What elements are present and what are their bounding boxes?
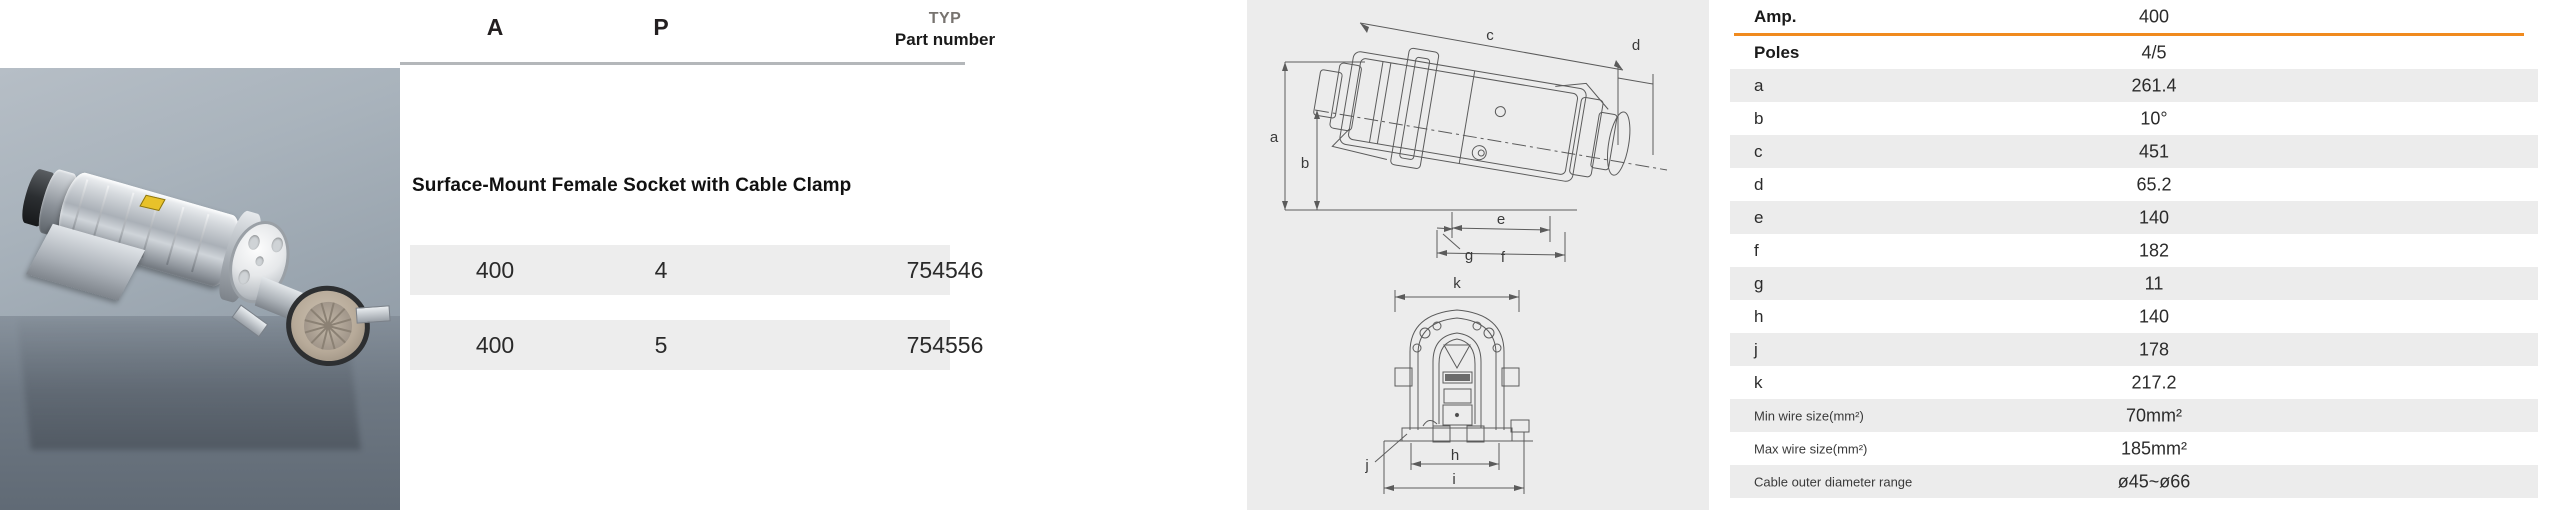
cell-part-number: 754556 [906, 332, 984, 358]
dim-label-i: i [1452, 471, 1455, 488]
row-label: j [1754, 339, 1758, 359]
column-header-part-number: Part number [894, 30, 996, 49]
cell-amps: 400 [475, 332, 515, 358]
row-value: 217.2 [2131, 372, 2177, 392]
row-value: 140 [2138, 306, 2170, 326]
part-table-header: A P TYP Part number [400, 6, 1220, 62]
dim-label-h: h [1451, 447, 1459, 464]
table-row-min-wire-size[interactable]: Min wire size(mm²) 70mm² [1730, 399, 2538, 432]
dim-label-f: f [1501, 249, 1506, 266]
row-value: 400 [2138, 6, 2170, 26]
table-row[interactable]: 400 4 754546 [410, 245, 983, 295]
row-value: 65.2 [2136, 174, 2172, 194]
table-row-h[interactable]: h 140 [1730, 300, 2538, 333]
row-label: a [1754, 75, 1764, 95]
header-divider [400, 62, 965, 65]
dim-label-d: d [1632, 37, 1640, 54]
dim-label-g: g [1465, 247, 1473, 264]
row-label: Cable outer diameter range [1754, 474, 1913, 489]
table-row-a[interactable]: a 261.4 [1730, 69, 2538, 102]
table-row-amp[interactable]: Amp. 400 [1730, 0, 2538, 33]
table-row-j[interactable]: j 178 [1730, 333, 2538, 366]
row-label: Min wire size(mm²) [1754, 408, 1864, 423]
row-label: Max wire size(mm²) [1754, 441, 1868, 456]
table-row-max-wire-size[interactable]: Max wire size(mm²) 185mm² [1730, 432, 2538, 465]
row-value: 11 [2144, 273, 2164, 293]
dim-label-a: a [1270, 129, 1279, 146]
dimension-drawings-svg: c d a b e g f k j h i [1270, 22, 1668, 494]
row-value: 10° [2140, 108, 2168, 128]
row-label: g [1754, 273, 1764, 293]
row-label: c [1754, 141, 1763, 161]
table-row[interactable]: 400 5 754556 [410, 320, 983, 370]
row-value: 185mm² [2120, 438, 2187, 458]
row-value: 140 [2138, 207, 2170, 227]
product-photo [0, 68, 400, 510]
column-header-type-small: TYP [928, 10, 962, 27]
table-row-poles[interactable]: Poles 4/5 [1730, 36, 2538, 69]
table-row-f[interactable]: f 182 [1730, 234, 2538, 267]
row-value: 451 [2138, 141, 2170, 161]
table-row-g[interactable]: g 11 [1730, 267, 2538, 300]
row-value: ø45~ø66 [2117, 471, 2191, 491]
table-row-c[interactable]: c 451 [1730, 135, 2538, 168]
technical-drawing-panel: c d a b e g f k j h i [1247, 0, 1709, 510]
row-value: 261.4 [2131, 75, 2177, 95]
row-label: Poles [1754, 42, 1800, 62]
dim-label-k: k [1453, 275, 1461, 292]
dim-label-e: e [1497, 211, 1505, 228]
row-label: k [1754, 372, 1763, 392]
row-value: 178 [2138, 339, 2170, 359]
row-label: f [1754, 240, 1759, 260]
row-value: 4/5 [2141, 42, 2167, 62]
dim-label-j: j [1364, 457, 1368, 474]
row-value: 70mm² [2125, 405, 2182, 425]
accent-divider [1734, 33, 2524, 36]
row-label: b [1754, 108, 1764, 128]
row-label: d [1754, 174, 1764, 194]
row-value: 182 [2138, 240, 2170, 260]
part-number-table: A P TYP Part number Surface-Mount Female… [400, 0, 1220, 510]
table-row-b[interactable]: b 10° [1730, 102, 2538, 135]
table-row-d[interactable]: d 65.2 [1730, 168, 2538, 201]
cell-part-number: 754546 [906, 257, 984, 283]
connector-body-illustration [18, 154, 299, 329]
row-label: h [1754, 306, 1764, 326]
column-header-poles: P [653, 14, 669, 40]
page-title: Surface-Mount Female Socket with Cable C… [412, 175, 852, 196]
row-label: Amp. [1754, 6, 1797, 26]
table-row-k[interactable]: k 217.2 [1730, 366, 2538, 399]
lid-clip-right [355, 305, 391, 324]
cell-poles: 4 [654, 257, 668, 283]
table-row-cable-diameter[interactable]: Cable outer diameter range ø45~ø66 [1730, 465, 2538, 498]
column-header-amps: A [486, 14, 504, 40]
dim-label-c: c [1486, 27, 1494, 44]
row-label: e [1754, 207, 1764, 227]
cell-poles: 5 [654, 332, 668, 358]
dimension-table: Amp. 400 Poles 4/5 a 261.4 b 10° c 451 d… [1730, 0, 2538, 498]
table-row-e[interactable]: e 140 [1730, 201, 2538, 234]
dim-label-b: b [1301, 155, 1309, 172]
cell-amps: 400 [475, 257, 515, 283]
